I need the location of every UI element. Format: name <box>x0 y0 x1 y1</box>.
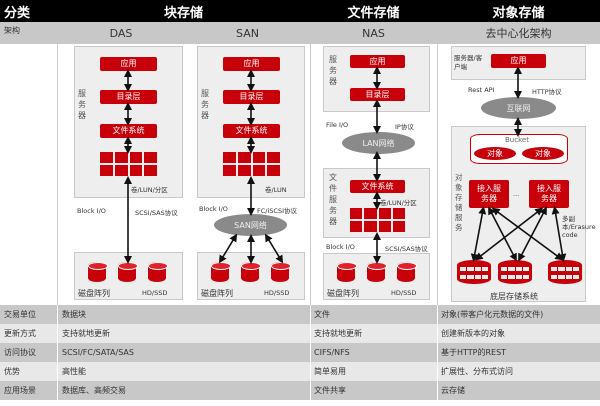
nas-io-label: File I/O <box>326 121 349 129</box>
san-network: SAN网络 <box>214 214 287 236</box>
san-disk-label: HD/SSD <box>264 289 290 297</box>
bucket-label: Bucket <box>505 136 529 144</box>
nas-disk-label: HD/SSD <box>391 289 417 297</box>
nas-fileserver-label: 文件服务器 <box>329 173 337 226</box>
header-object-storage: 对象存储 <box>437 0 600 22</box>
storage-node <box>548 260 582 284</box>
object-item: 对象 <box>474 147 516 160</box>
nas-array-label: 磁盘阵列 <box>327 289 359 298</box>
block-cell: 高性能 <box>62 367 86 376</box>
internet: 互联网 <box>481 97 556 119</box>
san-volume-label: 卷/LUN <box>265 186 287 194</box>
header-file-storage: 文件存储 <box>310 0 437 22</box>
block-cell: 支持就地更新 <box>62 329 110 338</box>
file-cell: CIFS/NFS <box>314 348 350 357</box>
nas-fs: 文件系统 <box>350 180 405 193</box>
header-category: 分类 <box>0 0 57 22</box>
replica-label: 多副本/Erasure code <box>562 215 596 239</box>
object-cell: 对象(带客户化元数据的文件) <box>441 310 544 319</box>
table-row: 应用场景 数据库、高频交易 文件共享 云存储 <box>0 381 600 400</box>
nas-blockio-label: Block I/O <box>326 243 355 251</box>
storage-node <box>457 260 491 284</box>
access-server-2: 接入服务器 <box>529 180 569 208</box>
row-label: 优势 <box>4 367 20 376</box>
disk-icon <box>337 262 357 282</box>
row-label: 访问协议 <box>4 348 36 357</box>
header-block-storage: 块存储 <box>57 0 310 22</box>
object-title: 去中心化架构 <box>437 22 600 44</box>
das-array-label: 磁盘阵列 <box>78 289 110 298</box>
object-cell: 创建新版本的对象 <box>441 329 505 338</box>
nas-title: NAS <box>310 22 437 44</box>
table-row: 优势 高性能 简单易用 扩展性、分布式访问 <box>0 362 600 381</box>
arch-label: 架构 <box>0 22 57 44</box>
file-cell: 支持就地更新 <box>314 329 362 338</box>
nas-ip-label: IP协议 <box>395 123 414 131</box>
nas-protocol-label: SCSI/SAS协议 <box>385 245 428 253</box>
nas-server-label: 服务器 <box>329 55 337 86</box>
das-dir: 目录层 <box>100 90 157 104</box>
das-title: DAS <box>57 22 185 44</box>
rest-api-label: Rest API <box>468 86 495 94</box>
block-cell: 数据块 <box>62 310 86 319</box>
row-label: 应用场景 <box>4 386 36 395</box>
san-protocol-label: FC/iSCSI协议 <box>257 207 297 215</box>
object-app: 应用 <box>491 54 546 68</box>
disk-icon <box>397 262 417 282</box>
das-server-label: 服务器 <box>78 89 86 120</box>
nas-dir: 目录层 <box>350 88 405 101</box>
das-app: 应用 <box>100 57 157 71</box>
access-ellipsis: ... <box>513 190 520 198</box>
file-cell: 简单易用 <box>314 367 346 376</box>
object-cell: 基于HTTP的REST <box>441 348 507 357</box>
block-cell: SCSI/FC/SATA/SAS <box>62 348 134 357</box>
san-array-label: 磁盘阵列 <box>201 289 233 298</box>
object-item: 对象 <box>522 147 564 160</box>
san-server-label: 服务器 <box>201 89 209 120</box>
das-io-label: Block I/O <box>77 207 106 215</box>
nas-volume-grid <box>350 208 405 232</box>
san-volume-grid <box>223 152 280 176</box>
row-label: 交易单位 <box>4 310 36 319</box>
block-cell: 数据库、高频交易 <box>62 386 126 395</box>
object-cell: 云存储 <box>441 386 465 395</box>
table-row: 更新方式 支持就地更新 支持就地更新 创建新版本的对象 <box>0 324 600 343</box>
san-io-label: Block I/O <box>199 205 228 213</box>
das-volume-grid <box>100 152 157 176</box>
row-label: 更新方式 <box>4 329 36 338</box>
das-volume-label: 卷/LUN/分区 <box>131 186 168 194</box>
disk-icon <box>88 262 108 282</box>
disk-icon <box>148 262 168 282</box>
nas-volume-label: 卷/LUN/分区 <box>380 199 417 207</box>
san-fs: 文件系统 <box>223 124 280 138</box>
san-app: 应用 <box>223 57 280 71</box>
http-label: HTTP协议 <box>532 88 562 96</box>
access-server-1: 接入服务器 <box>469 180 509 208</box>
lan-network: LAN网络 <box>342 132 415 154</box>
object-service-label: 对象存储服务 <box>455 173 463 232</box>
file-cell: 文件 <box>314 310 330 319</box>
nas-app: 应用 <box>350 55 405 68</box>
file-cell: 文件共享 <box>314 386 346 395</box>
das-fs: 文件系统 <box>100 124 157 138</box>
das-disk-label: HD/SSD <box>142 289 168 297</box>
storage-system-label: 底层存储系统 <box>490 292 538 301</box>
das-protocol-label: SCSI/SAS协议 <box>135 209 178 217</box>
table-row: 访问协议 SCSI/FC/SATA/SAS CIFS/NFS 基于HTTP的REST <box>0 343 600 362</box>
san-dir: 目录层 <box>223 90 280 104</box>
san-title: SAN <box>185 22 310 44</box>
table-row: 交易单位 数据块 文件 对象(带客户化元数据的文件) <box>0 305 600 324</box>
object-cell: 扩展性、分布式访问 <box>441 367 513 376</box>
storage-node <box>498 260 532 284</box>
object-client-label: 服务器/客户端 <box>454 54 483 71</box>
